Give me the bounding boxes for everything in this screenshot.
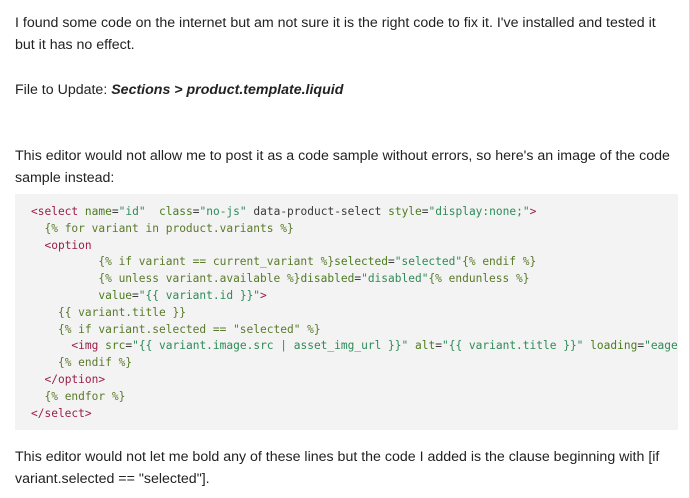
code-line: {% if variant.selected == "selected" %} xyxy=(57,322,321,336)
code-line: <option xyxy=(44,238,92,252)
post-footer-text: This editor would not let me bold any of… xyxy=(15,449,660,487)
code-line: <img src="{{ variant.image.src | asset_i… xyxy=(71,339,678,353)
code-sample-block: <select name="id" class="no-js" data-pro… xyxy=(15,194,678,430)
code-line: value="{{ variant.id }}"> xyxy=(98,288,267,302)
code-note-text: This editor would not allow me to post i… xyxy=(15,148,670,186)
code-line: {% unless variant.available %}disabled="… xyxy=(98,272,530,286)
code-line: {% endfor %} xyxy=(44,389,126,403)
code-line: {% endif %} xyxy=(57,356,133,370)
file-label: File to Update: xyxy=(15,82,112,98)
code-line: </option> xyxy=(44,372,106,386)
code-line: <select name="id" class="no-js" data-pro… xyxy=(31,205,537,218)
file-path: Sections > product.template.liquid xyxy=(111,82,344,98)
post-intro-text: I found some code on the internet but am… xyxy=(15,15,656,53)
code-line: {% if variant == current_variant %}selec… xyxy=(98,255,537,269)
code-line: </select> xyxy=(31,406,92,420)
file-to-update-line: File to Update: Sections > product.templ… xyxy=(15,79,675,101)
code-line: {% for variant in product.variants %} xyxy=(44,221,294,235)
code-line: {{ variant.title }} xyxy=(57,305,186,319)
